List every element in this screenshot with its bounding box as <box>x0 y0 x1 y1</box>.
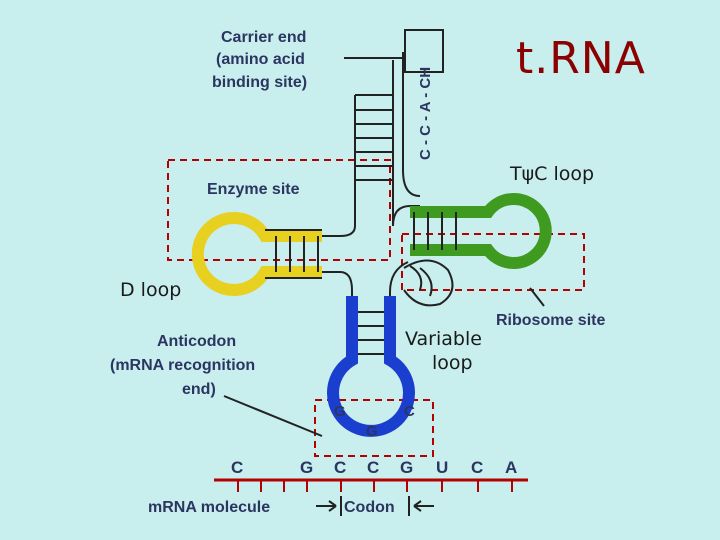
central-core <box>322 169 421 300</box>
mrna-base: C <box>334 458 346 477</box>
mrna-base: C <box>471 458 483 477</box>
diagram-title: t.RNA <box>516 33 646 84</box>
mrna-base: C <box>367 458 379 477</box>
enzyme-site-region <box>167 159 391 261</box>
mrna-base: G <box>300 458 313 477</box>
codon-arrow-left <box>408 496 434 516</box>
cca-end-label: C - C - A - CH <box>417 67 434 160</box>
carrier-end-label: Carrier end (amino acid binding site) <box>212 29 311 91</box>
tpsic-arm <box>410 193 552 269</box>
mrna-base: A <box>505 458 517 477</box>
mrna-base: U <box>436 458 448 477</box>
anticodon-pointer <box>223 395 323 437</box>
enzyme-site-label: Enzyme site <box>207 181 300 198</box>
acceptor-stem <box>354 52 404 226</box>
anticodon-label: Anticodon (mRNA recognition end) <box>110 333 260 398</box>
ribosome-pointer <box>529 287 545 307</box>
ribosome-site-region <box>401 233 585 291</box>
ribosome-site-label: Ribosome site <box>496 312 605 329</box>
anticodon-base: G <box>366 423 378 440</box>
anticodon-base: C <box>404 403 415 420</box>
mrna-molecule-label: mRNA molecule <box>148 499 270 516</box>
mrna-base: G <box>400 458 413 477</box>
variable-loop <box>403 259 454 307</box>
cch-end-box <box>404 29 444 73</box>
variable-loop-label: Variable loop <box>405 328 488 374</box>
codon-arrow-right <box>316 496 342 516</box>
anticodon-base: G <box>334 403 346 420</box>
d-arm <box>191 212 322 296</box>
d-loop-label: D loop <box>120 279 181 301</box>
tpsic-loop-label: TψC loop <box>509 163 594 185</box>
anticodon-arm <box>327 296 415 437</box>
anticodon-region <box>314 399 434 457</box>
mrna-strand <box>214 478 528 492</box>
codon-label: Codon <box>344 499 395 516</box>
mrna-base: C <box>231 458 243 477</box>
